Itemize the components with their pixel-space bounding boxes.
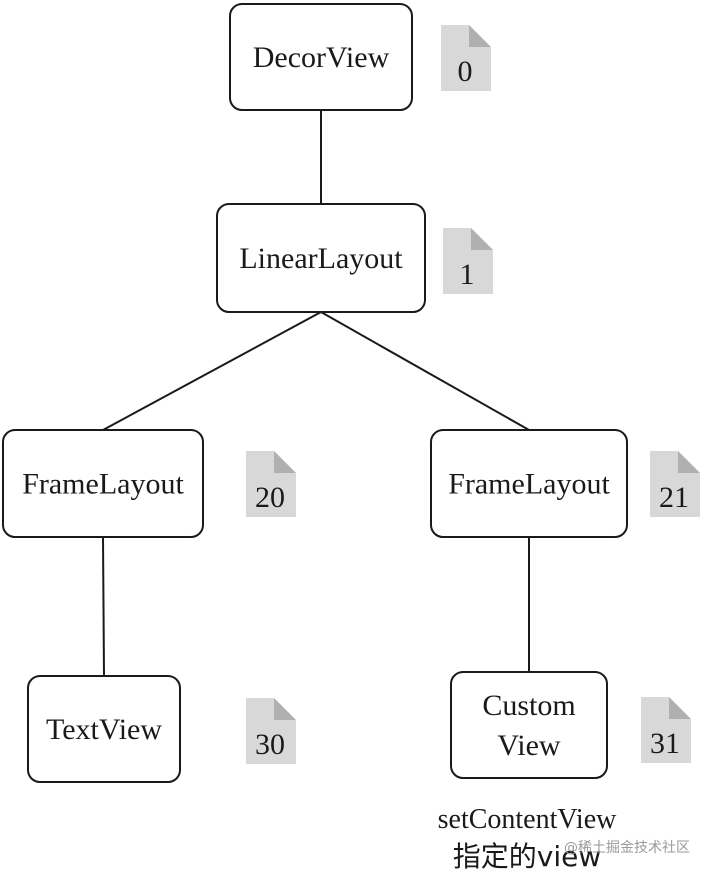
badges-layer: 0 1 20 21 30 31 [246, 25, 700, 764]
node-frame-layout-right: FrameLayout [430, 429, 628, 538]
node-label: LinearLayout [239, 242, 403, 275]
document-icon: 20 [246, 451, 296, 517]
node-box [229, 3, 413, 111]
node-label: TextView [46, 713, 162, 746]
edge-linear-layout-to-frame-layout-left [102, 311, 322, 431]
document-fold-corner [678, 451, 700, 473]
edge-frame-layout-left-to-text-view [102, 536, 105, 677]
node-label: FrameLayout [22, 468, 184, 501]
node-box [2, 429, 204, 538]
node-index-badge: 21 [659, 481, 689, 514]
document-fold-corner [274, 698, 296, 720]
caption-line-2: 指定的view [453, 840, 601, 873]
node-index-badge: 1 [460, 258, 475, 291]
node-box [430, 429, 628, 538]
document-icon: 31 [641, 697, 691, 763]
node-label: View [497, 729, 561, 762]
caption-line-1: setContentView [438, 804, 618, 835]
node-index-badge: 30 [255, 728, 285, 761]
node-label: Custom [482, 689, 575, 722]
node-decor-view: DecorView [229, 3, 413, 111]
document-fold-corner [469, 25, 491, 47]
edges-layer [102, 110, 530, 677]
node-index-badge: 0 [458, 55, 473, 88]
node-index-badge: 20 [255, 481, 285, 514]
document-icon: 1 [443, 228, 493, 294]
document-icon: 21 [650, 451, 700, 517]
node-box [27, 675, 181, 783]
node-box [216, 203, 426, 313]
node-text-view: TextView [27, 675, 181, 783]
edge-linear-layout-to-frame-layout-right [320, 311, 530, 431]
document-fold-corner [669, 697, 691, 719]
watermark-text: @稀土掘金技术社区 [564, 840, 690, 856]
document-fold-corner [471, 228, 493, 250]
node-frame-layout-left: FrameLayout [2, 429, 204, 538]
node-box [450, 671, 608, 779]
document-icon: 30 [246, 698, 296, 764]
node-label: DecorView [253, 41, 390, 74]
node-linear-layout: LinearLayout [216, 203, 426, 313]
document-icon: 0 [441, 25, 491, 91]
document-fold-corner [274, 451, 296, 473]
node-label: FrameLayout [448, 468, 610, 501]
node-index-badge: 31 [650, 727, 680, 760]
